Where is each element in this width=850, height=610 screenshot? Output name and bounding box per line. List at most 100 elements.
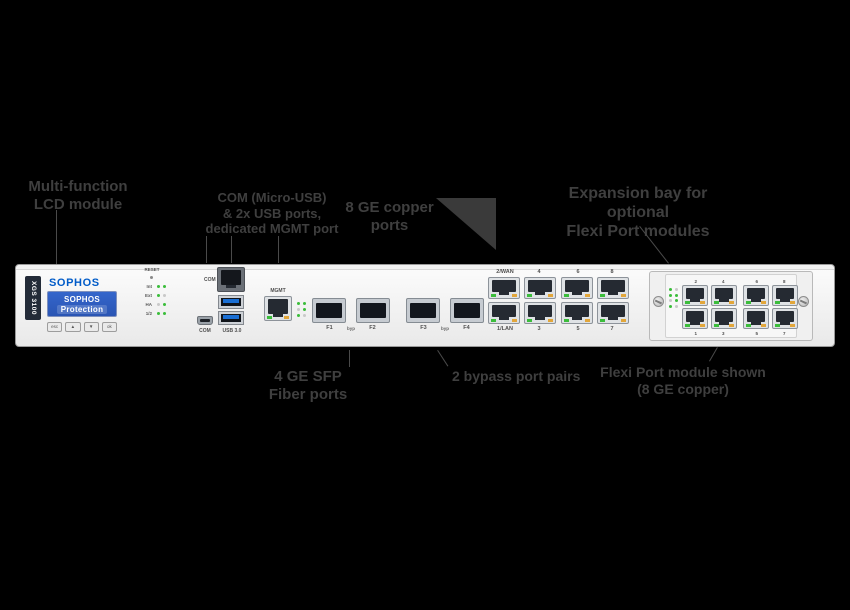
port-led — [669, 293, 672, 297]
callout-line: (8 GE copper) — [637, 380, 729, 397]
flexi-module-port[interactable] — [772, 308, 798, 329]
port-label: 4 — [537, 269, 541, 275]
port-label: 1 — [694, 330, 697, 336]
port-led-amber — [621, 319, 626, 322]
usb-port-1[interactable] — [218, 295, 244, 309]
ethernet-port[interactable] — [524, 302, 556, 324]
port-led-green — [714, 301, 719, 304]
port-led — [669, 299, 672, 302]
micro-usb-com-port[interactable] — [197, 316, 213, 325]
port-label: 2 — [694, 278, 697, 284]
port-label: 4 — [721, 278, 725, 284]
port-led-amber — [729, 324, 734, 327]
port-led-green — [527, 319, 532, 322]
port-slot — [528, 305, 552, 317]
lcd-button-2[interactable]: ▲ — [65, 322, 81, 332]
lcd-button-1[interactable]: esc — [47, 322, 63, 332]
port-led — [674, 288, 678, 291]
reset-pinhole[interactable] — [150, 276, 153, 279]
flexi-module-port[interactable] — [711, 285, 737, 306]
lcd-button-4[interactable]: ok — [101, 322, 117, 332]
lcd-line-1: SOPHOS — [63, 294, 101, 304]
port-label: 8 — [782, 278, 786, 284]
ethernet-port[interactable] — [524, 277, 556, 299]
appliance-front-panel: XGS 3100 SOPHOS SOPHOS Protection esc▲▼o… — [15, 264, 835, 347]
brand-logo: SOPHOS — [49, 277, 100, 289]
flexi-module-port[interactable] — [743, 285, 769, 306]
console-rj45-port[interactable] — [217, 267, 245, 292]
sfp-label: F1 — [326, 325, 333, 331]
port-led-green — [746, 301, 751, 304]
port-led-amber — [548, 294, 553, 297]
sfp-slot — [410, 303, 436, 318]
port-label: 5 — [576, 326, 580, 332]
callout-line: ports — [370, 217, 409, 234]
status-led-row: 1/2 — [132, 309, 167, 318]
ethernet-port[interactable] — [561, 302, 593, 324]
flexi-module-port[interactable] — [711, 308, 737, 329]
mgmt-port[interactable] — [264, 296, 292, 321]
port-led-green — [775, 324, 780, 327]
lcd-button-3[interactable]: ▼ — [83, 322, 99, 332]
flexi-module-port[interactable] — [743, 308, 769, 329]
sfp-port[interactable] — [356, 298, 390, 323]
port-label: 7 — [610, 326, 614, 332]
port-grid — [743, 285, 798, 329]
usb-ports — [218, 295, 244, 327]
port-slot — [601, 305, 625, 317]
flexi-module-port[interactable] — [772, 285, 798, 306]
sfp-cages — [406, 298, 484, 323]
port-led-green — [746, 324, 751, 327]
port-led-green — [491, 319, 496, 322]
callout-line: COM (Micro-USB) — [217, 190, 327, 205]
port-led — [303, 302, 306, 305]
port-grid — [561, 277, 629, 324]
sfp-slot — [454, 303, 480, 318]
port-led — [297, 308, 300, 311]
port-label: 7 — [782, 330, 786, 336]
port-led — [303, 314, 306, 317]
thumbscrew-right[interactable] — [798, 296, 809, 307]
sfp-port[interactable] — [450, 298, 484, 323]
flexi-module-port[interactable] — [682, 285, 708, 306]
flexi-module-port[interactable] — [682, 308, 708, 329]
sfp-status-leds — [297, 302, 306, 317]
ethernet-port[interactable] — [488, 302, 520, 324]
port-slot — [776, 288, 794, 299]
sfp-port[interactable] — [406, 298, 440, 323]
port-slot — [747, 311, 765, 322]
port-led — [669, 304, 672, 308]
sfp-label: F4 — [463, 325, 470, 331]
status-led — [162, 312, 166, 315]
sfp-label: F3 — [420, 325, 427, 331]
port-led-amber — [700, 324, 705, 327]
callout-line: Multi-function — [28, 178, 128, 195]
callout-line: dedicated MGMT port — [205, 221, 339, 237]
ethernet-port[interactable] — [561, 277, 593, 299]
micro-usb-label: COM — [199, 328, 211, 334]
ethernet-port[interactable] — [597, 277, 629, 299]
status-led — [156, 303, 160, 306]
status-led-row: Int — [132, 282, 167, 291]
port-grid — [488, 277, 556, 324]
ethernet-port[interactable] — [488, 277, 520, 299]
usb-label: USB 3.0 — [222, 328, 242, 334]
ethernet-port[interactable] — [597, 302, 629, 324]
port-label: 1/LAN — [497, 326, 513, 332]
port-led-green — [267, 316, 272, 319]
thumbscrew-left[interactable] — [653, 296, 664, 307]
lcd-buttons: esc▲▼ok — [47, 322, 117, 332]
bypass-label: byp — [441, 325, 450, 331]
sfp-port[interactable] — [312, 298, 346, 323]
usb-port-2[interactable] — [218, 311, 244, 325]
